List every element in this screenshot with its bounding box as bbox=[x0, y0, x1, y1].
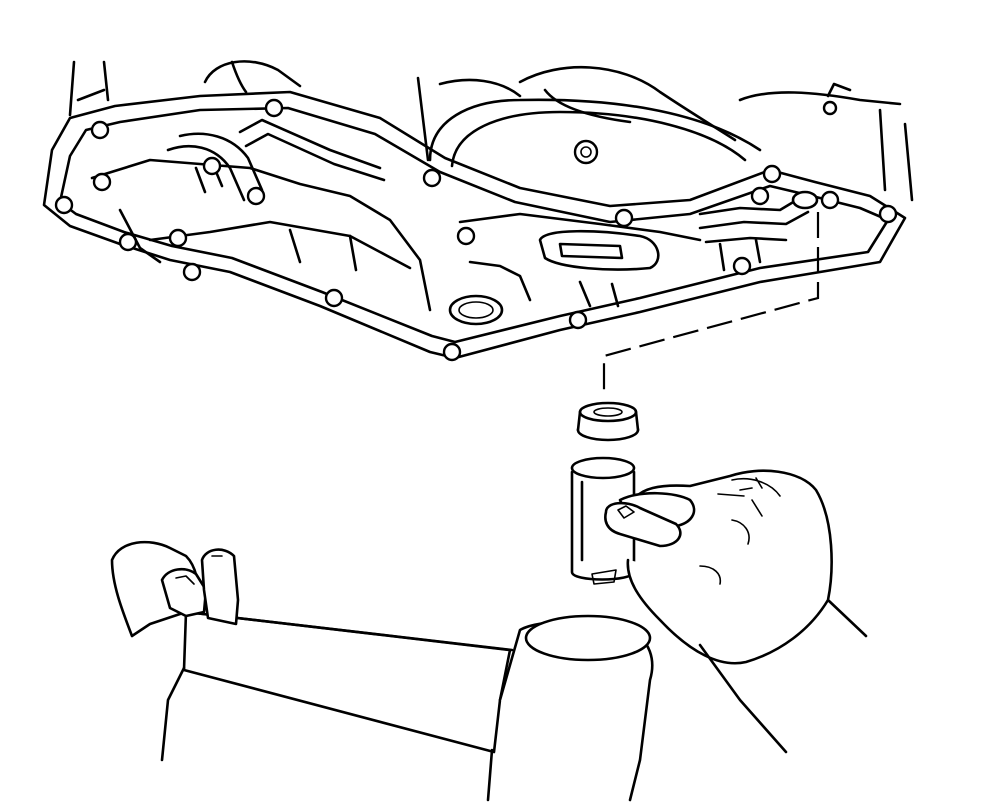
transaxle-case bbox=[42, 60, 914, 362]
valve-body bbox=[90, 118, 819, 326]
seal-installer-tool bbox=[570, 456, 636, 585]
drive-handle bbox=[160, 610, 654, 802]
left-hand bbox=[110, 540, 240, 638]
fluid-filter-seal bbox=[576, 401, 640, 442]
installation-leader-line bbox=[602, 212, 820, 398]
right-hand bbox=[604, 469, 868, 754]
